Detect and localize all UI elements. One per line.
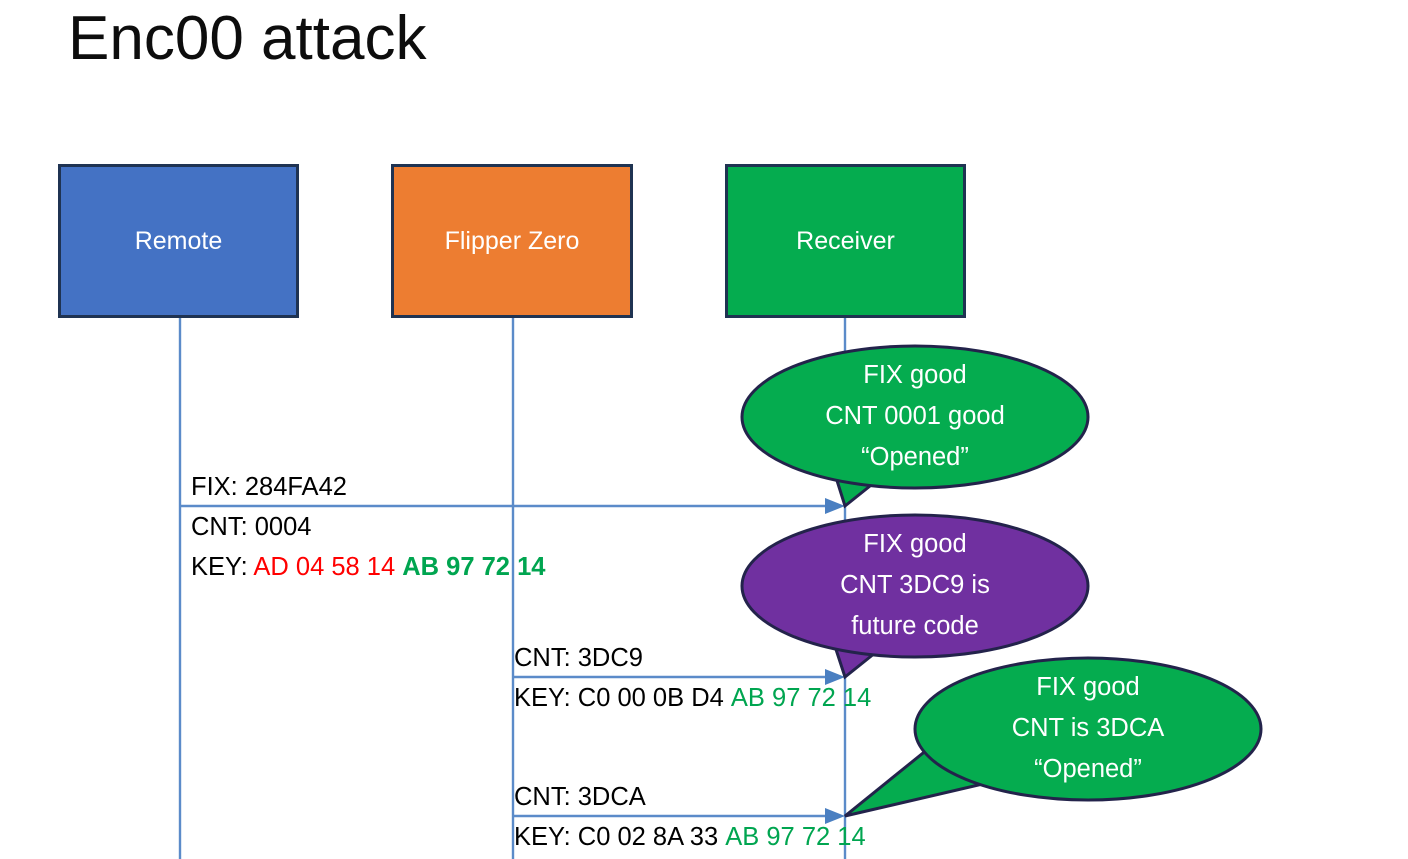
- message-3-key-label: KEY:: [514, 823, 578, 851]
- message-1-key-green-bytes: AB 97 72 14: [402, 553, 546, 581]
- callout-text-1: FIX good CNT 0001 good “Opened”: [742, 355, 1088, 478]
- callout-3-line-1: FIX good: [1036, 673, 1140, 701]
- message-1-fix-line: FIX: 284FA42: [191, 471, 347, 503]
- message-3-cnt-value: 3DCA: [577, 783, 646, 811]
- message-2-key-black-bytes: C0 00 0B D4: [577, 684, 724, 712]
- message-3-cnt-line: CNT: 3DCA: [514, 781, 646, 813]
- message-1-fix-value: 284FA42: [244, 473, 347, 501]
- actor-label-remote: Remote: [134, 226, 223, 255]
- message-arrow-2: [513, 669, 845, 685]
- actor-box-receiver[interactable]: Receiver: [725, 164, 966, 318]
- callout-1-line-3: “Opened”: [861, 443, 969, 471]
- callout-2-line-1: FIX good: [863, 530, 967, 558]
- callout-3-line-3: “Opened”: [1034, 755, 1142, 783]
- message-arrow-1: [180, 498, 845, 514]
- message-1-fix-label: FIX:: [191, 473, 245, 501]
- message-1-cnt-line: CNT: 0004: [191, 511, 311, 543]
- message-2-cnt-label: CNT:: [514, 644, 578, 672]
- message-2-key-line: KEY: C0 00 0B D4 AB 97 72 14: [514, 682, 871, 714]
- message-3-key-black-bytes: C0 02 8A 33: [577, 823, 719, 851]
- message-3-key-line: KEY: C0 02 8A 33 AB 97 72 14: [514, 821, 866, 853]
- callout-text-2: FIX good CNT 3DC9 is future code: [742, 524, 1088, 647]
- message-1-key-red-bytes: AD 04 58 14: [253, 553, 396, 581]
- actor-box-flipper[interactable]: Flipper Zero: [391, 164, 633, 318]
- message-1-cnt-label: CNT:: [191, 513, 255, 541]
- message-1-key-label: KEY:: [191, 553, 254, 581]
- callout-bubble-1[interactable]: [740, 344, 1090, 509]
- message-1-cnt-value: 0004: [254, 513, 312, 541]
- actor-box-remote[interactable]: Remote: [58, 164, 299, 318]
- callout-2-line-3: future code: [851, 612, 979, 640]
- message-2-cnt-line: CNT: 3DC9: [514, 642, 643, 674]
- actor-label-receiver: Receiver: [796, 226, 895, 255]
- page-title: Enc00 attack: [68, 4, 427, 73]
- callout-bubble-3[interactable]: [844, 656, 1263, 818]
- callout-2-line-2: CNT 3DC9 is: [840, 571, 990, 599]
- callout-3-line-2: CNT is 3DCA: [1011, 714, 1165, 742]
- message-2-cnt-value: 3DC9: [577, 644, 643, 672]
- callout-1-line-1: FIX good: [863, 361, 967, 389]
- actor-label-flipper: Flipper Zero: [444, 226, 580, 255]
- message-2-key-green-bytes: AB 97 72 14: [730, 684, 872, 712]
- message-1-key-line: KEY: AD 04 58 14 AB 97 72 14: [191, 551, 545, 583]
- message-3-cnt-label: CNT:: [514, 783, 578, 811]
- message-arrow-3: [513, 808, 845, 824]
- callout-text-3: FIX good CNT is 3DCA “Opened”: [915, 667, 1261, 790]
- callout-bubble-2[interactable]: [740, 513, 1090, 680]
- callout-1-line-2: CNT 0001 good: [825, 402, 1005, 430]
- message-2-key-label: KEY:: [514, 684, 578, 712]
- message-3-key-green-bytes: AB 97 72 14: [725, 823, 866, 851]
